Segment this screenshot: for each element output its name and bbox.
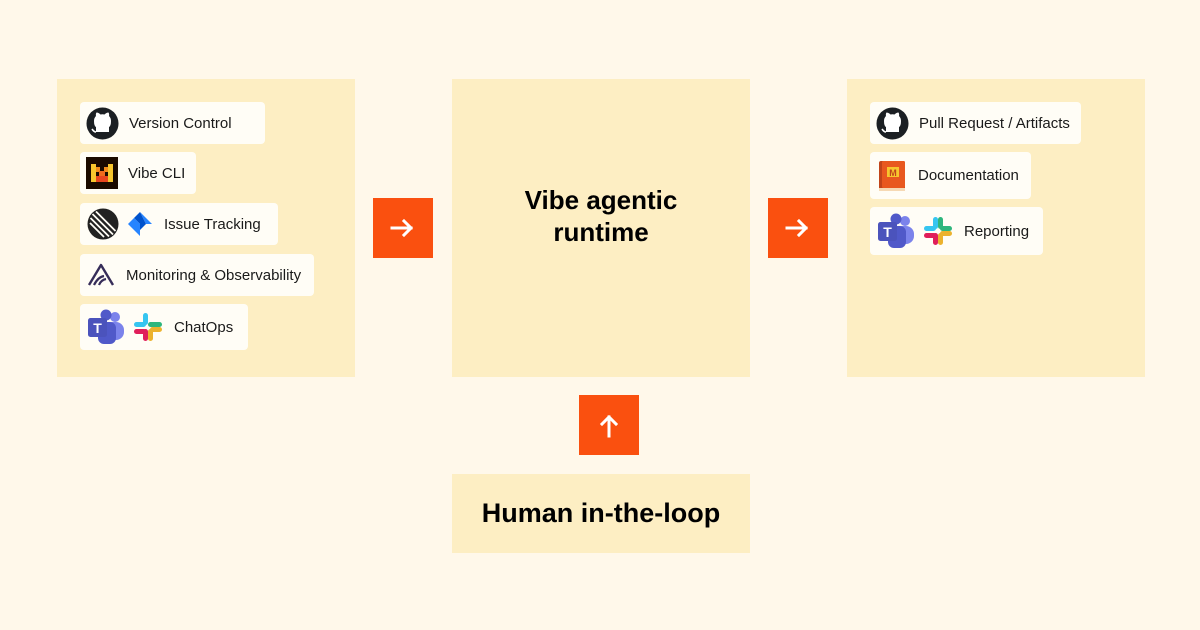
notebook-icon: M xyxy=(876,158,908,194)
sentry-icon xyxy=(86,261,116,289)
github-icon xyxy=(86,107,119,140)
input-label: ChatOps xyxy=(174,318,234,336)
input-version-control: Version Control xyxy=(80,102,265,144)
outputs-panel: Pull Request / Artifacts M Documentation… xyxy=(847,79,1145,377)
slack-icon xyxy=(132,311,164,343)
github-icon xyxy=(876,107,909,140)
input-label: Monitoring & Observability xyxy=(126,266,302,284)
input-chatops: T ChatOps xyxy=(80,304,248,350)
output-label: Documentation xyxy=(918,167,1019,184)
input-label: Vibe CLI xyxy=(128,164,186,182)
teams-icon: T xyxy=(876,213,916,249)
linear-icon xyxy=(86,207,120,241)
mistral-logo-icon xyxy=(86,157,118,189)
input-label: Version Control xyxy=(129,114,232,132)
human-panel: Human in-the-loop xyxy=(452,474,750,553)
teams-icon: T xyxy=(86,309,126,345)
arrow-right-box xyxy=(373,198,433,258)
output-label: Pull Request / Artifacts xyxy=(919,114,1070,132)
svg-text:T: T xyxy=(883,224,892,240)
output-reporting: T Reporting xyxy=(870,207,1043,255)
output-pull-request: Pull Request / Artifacts xyxy=(870,102,1081,144)
arrow-right-box xyxy=(768,198,828,258)
output-documentation: M Documentation xyxy=(870,152,1031,199)
slack-icon xyxy=(922,215,954,247)
arrow-up-box xyxy=(579,395,639,455)
arrow-right-icon xyxy=(785,218,809,238)
jira-icon xyxy=(126,210,154,238)
runtime-panel: Vibe agentic runtime xyxy=(452,79,750,377)
input-issue-tracking: Issue Tracking xyxy=(80,203,278,245)
input-monitoring: Monitoring & Observability xyxy=(80,254,314,296)
arrow-right-icon xyxy=(390,218,414,238)
svg-text:M: M xyxy=(889,168,897,178)
runtime-title: Vibe agentic runtime xyxy=(524,185,678,247)
output-label: Reporting xyxy=(964,222,1030,240)
inputs-panel: Version Control Vibe CLI xyxy=(57,79,355,377)
human-title: Human in-the-loop xyxy=(481,498,721,528)
input-vibe-cli: Vibe CLI xyxy=(80,152,196,194)
input-label: Issue Tracking xyxy=(164,215,261,233)
arrow-up-icon xyxy=(599,414,619,438)
svg-text:T: T xyxy=(93,320,102,336)
